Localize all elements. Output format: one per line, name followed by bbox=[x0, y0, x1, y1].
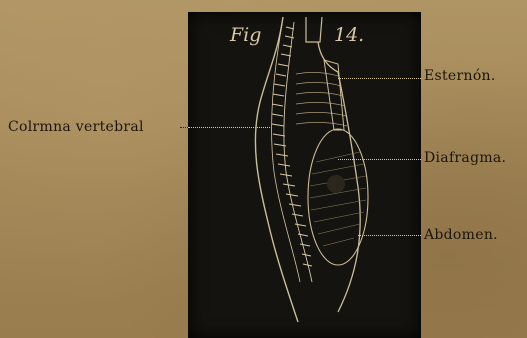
label-diafragma: Diafragma. bbox=[424, 150, 506, 166]
figure-label: Fig bbox=[230, 24, 261, 46]
vertebral-column bbox=[272, 22, 312, 282]
body-back-outline bbox=[255, 17, 298, 322]
stomach-shading bbox=[327, 175, 345, 193]
columna-leader-outer bbox=[180, 127, 188, 128]
diafragma-leader-inner bbox=[338, 159, 421, 160]
label-abdomen: Abdomen. bbox=[424, 227, 498, 243]
columna-leader-inner bbox=[188, 127, 270, 128]
esternon-leader-inner bbox=[338, 78, 421, 79]
label-columna-vertebral: Colrmna vertebral bbox=[8, 119, 144, 135]
sternum bbox=[324, 60, 344, 130]
anatomical-plate: Fig 14. bbox=[188, 12, 421, 338]
abdomen-leader-inner bbox=[358, 235, 421, 236]
figure-number: 14. bbox=[334, 24, 364, 46]
abdomen-hatching bbox=[310, 152, 366, 246]
spine-torso-drawing bbox=[188, 12, 421, 338]
label-esternon: Esternón. bbox=[424, 68, 496, 84]
neck-outline bbox=[306, 17, 322, 42]
